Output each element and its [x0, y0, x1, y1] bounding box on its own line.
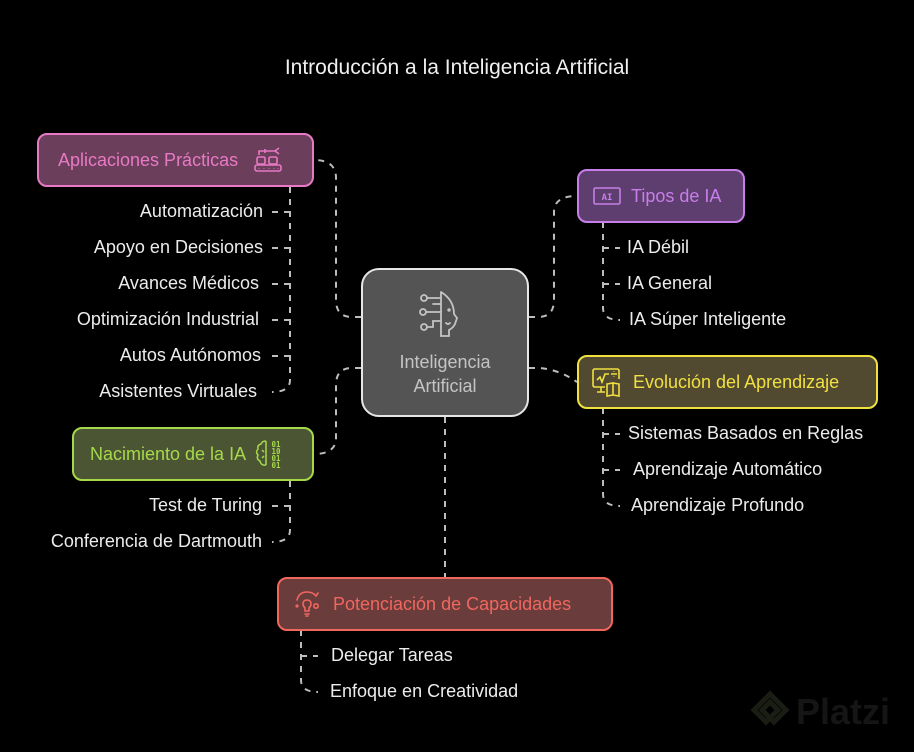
connector-aplicaciones-leaves [271, 187, 291, 393]
svg-text:01: 01 [272, 454, 282, 463]
leaf-apoyo-decisiones: Apoyo en Decisiones [93, 237, 263, 257]
leaf-aprendizaje-profundo: Aprendizaje Profundo [631, 495, 805, 515]
leaf-aprendizaje-automatico: Aprendizaje Automático [633, 459, 823, 479]
brain-binary-icon: 01 10 01 01 [254, 438, 286, 470]
branch-label: Evolución del Aprendizaje [633, 371, 840, 392]
connector-nacimiento-leaves [271, 481, 291, 543]
connector-evolucion-leaves [602, 408, 621, 507]
diagram-title: Introducción a la Inteligencia Artificia… [284, 56, 630, 79]
leaf-test-de-turing: Test de Turing [148, 495, 262, 515]
branch-label: Tipos de IA [631, 185, 722, 206]
branch-nacimiento-ia[interactable]: Nacimiento de la IA 01 10 01 01 [72, 427, 314, 481]
ai-chip-icon: AI [591, 180, 623, 212]
connector-aplicaciones [313, 159, 361, 318]
robot-arm-conveyor-icon [252, 144, 284, 176]
svg-text:01: 01 [272, 440, 282, 449]
learning-screen-book-icon [591, 366, 623, 398]
leaf-enfoque-creatividad: Enfoque en Creatividad [330, 681, 519, 701]
connector-evolucion [529, 367, 578, 383]
connector-nacimiento [313, 367, 361, 455]
central-label-line1: Inteligencia [399, 352, 491, 372]
leaf-ia-super-inteligente: IA Súper Inteligente [629, 309, 787, 329]
lightbulb-cycle-icon [291, 588, 323, 620]
leaf-ia-general: IA General [627, 273, 713, 293]
connector-potenciacion-leaves [300, 630, 319, 693]
watermark-text: Platzi [796, 691, 891, 732]
leaf-avances-medicos: Avances Médicos [118, 273, 259, 293]
leaf-optimizacion-industrial: Optimización Industrial [76, 309, 259, 329]
branch-label: Nacimiento de la IA [90, 443, 247, 464]
connector-tipos-leaves [602, 222, 621, 321]
leaf-ia-debil: IA Débil [627, 237, 690, 257]
branch-potenciacion-capacidades[interactable]: Potenciación de Capacidades [277, 577, 613, 631]
ai-head-icon [419, 291, 459, 337]
svg-text:10: 10 [272, 447, 282, 456]
branch-tipos-de-ia[interactable]: AI Tipos de IA [577, 169, 745, 223]
platzi-logo-icon [750, 690, 790, 726]
svg-text:01: 01 [272, 461, 282, 470]
central-label-line2: Artificial [413, 376, 477, 396]
central-node-inteligencia-artificial[interactable]: Inteligencia Artificial [361, 268, 529, 417]
leaf-automatizacion: Automatización [139, 201, 263, 221]
platzi-watermark: Platzi [750, 690, 890, 734]
leaf-conferencia-dartmouth: Conferencia de Dartmouth [50, 531, 262, 551]
leaf-sistemas-basados-reglas: Sistemas Basados en Reglas [628, 423, 864, 443]
branch-label: Potenciación de Capacidades [333, 593, 572, 614]
leaf-delegar-tareas: Delegar Tareas [331, 645, 453, 665]
connector-tipos [529, 195, 578, 318]
svg-text:AI: AI [602, 193, 613, 203]
leaf-asistentes-virtuales: Asistentes Virtuales [99, 381, 257, 401]
branch-aplicaciones-practicas[interactable]: Aplicaciones Prácticas [37, 133, 314, 187]
leaf-autos-autonomos: Autos Autónomos [119, 345, 261, 365]
branch-label: Aplicaciones Prácticas [58, 149, 239, 170]
branch-evolucion-aprendizaje[interactable]: Evolución del Aprendizaje [577, 355, 878, 409]
